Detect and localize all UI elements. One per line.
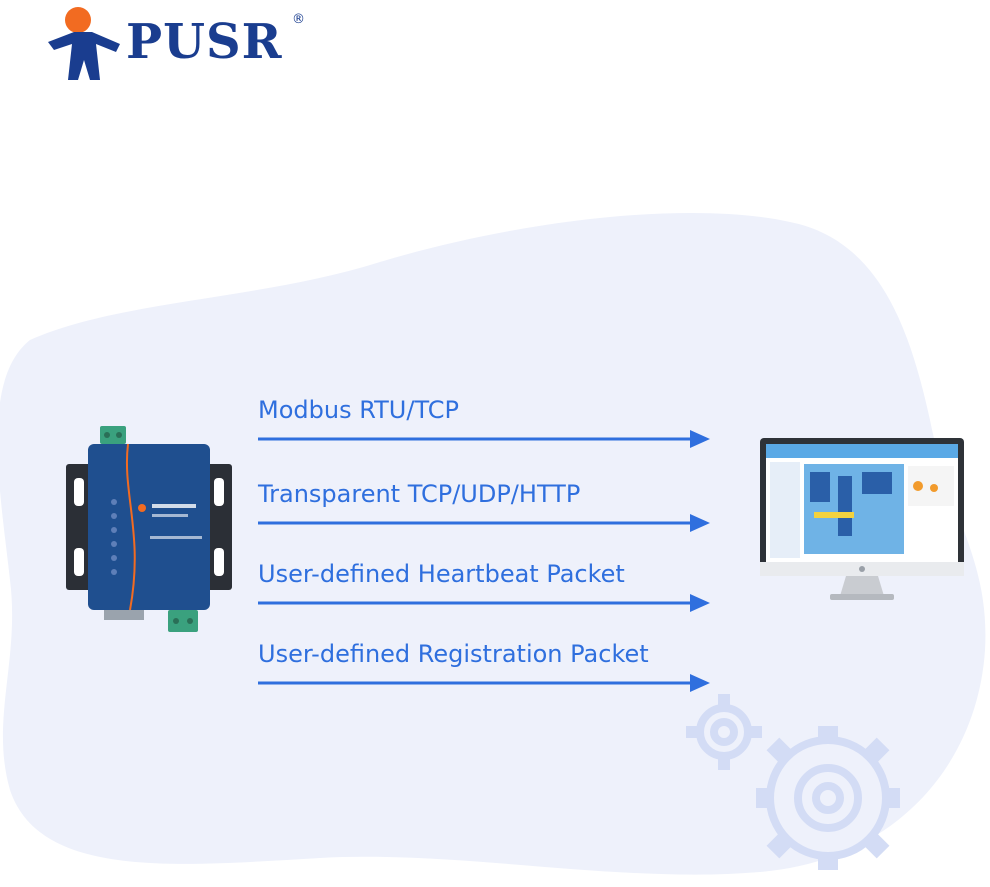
- protocol-row-transparent: Transparent TCP/UDP/HTTP: [258, 480, 718, 534]
- gear-icon: [686, 694, 900, 870]
- arrow-right-icon: [258, 674, 710, 692]
- protocol-row-heartbeat: User-defined Heartbeat Packet: [258, 560, 718, 614]
- protocol-label: Transparent TCP/UDP/HTTP: [258, 480, 581, 508]
- protocol-label: User-defined Registration Packet: [258, 640, 649, 668]
- protocol-label: User-defined Heartbeat Packet: [258, 560, 625, 588]
- monitor-scada-icon: [760, 438, 964, 600]
- registered-mark: ®: [292, 12, 305, 27]
- serial-device-server-icon: [66, 426, 232, 632]
- brand-logo: PUSR ®: [44, 2, 314, 82]
- brand-name: PUSR: [126, 14, 283, 70]
- protocol-label: Modbus RTU/TCP: [258, 396, 459, 424]
- protocol-row-modbus: Modbus RTU/TCP: [258, 396, 718, 450]
- arrow-right-icon: [258, 514, 710, 532]
- arrow-right-icon: [258, 430, 710, 448]
- arrow-right-icon: [258, 594, 710, 612]
- protocol-row-registration: User-defined Registration Packet: [258, 640, 718, 694]
- logo-figure-icon: [48, 7, 120, 80]
